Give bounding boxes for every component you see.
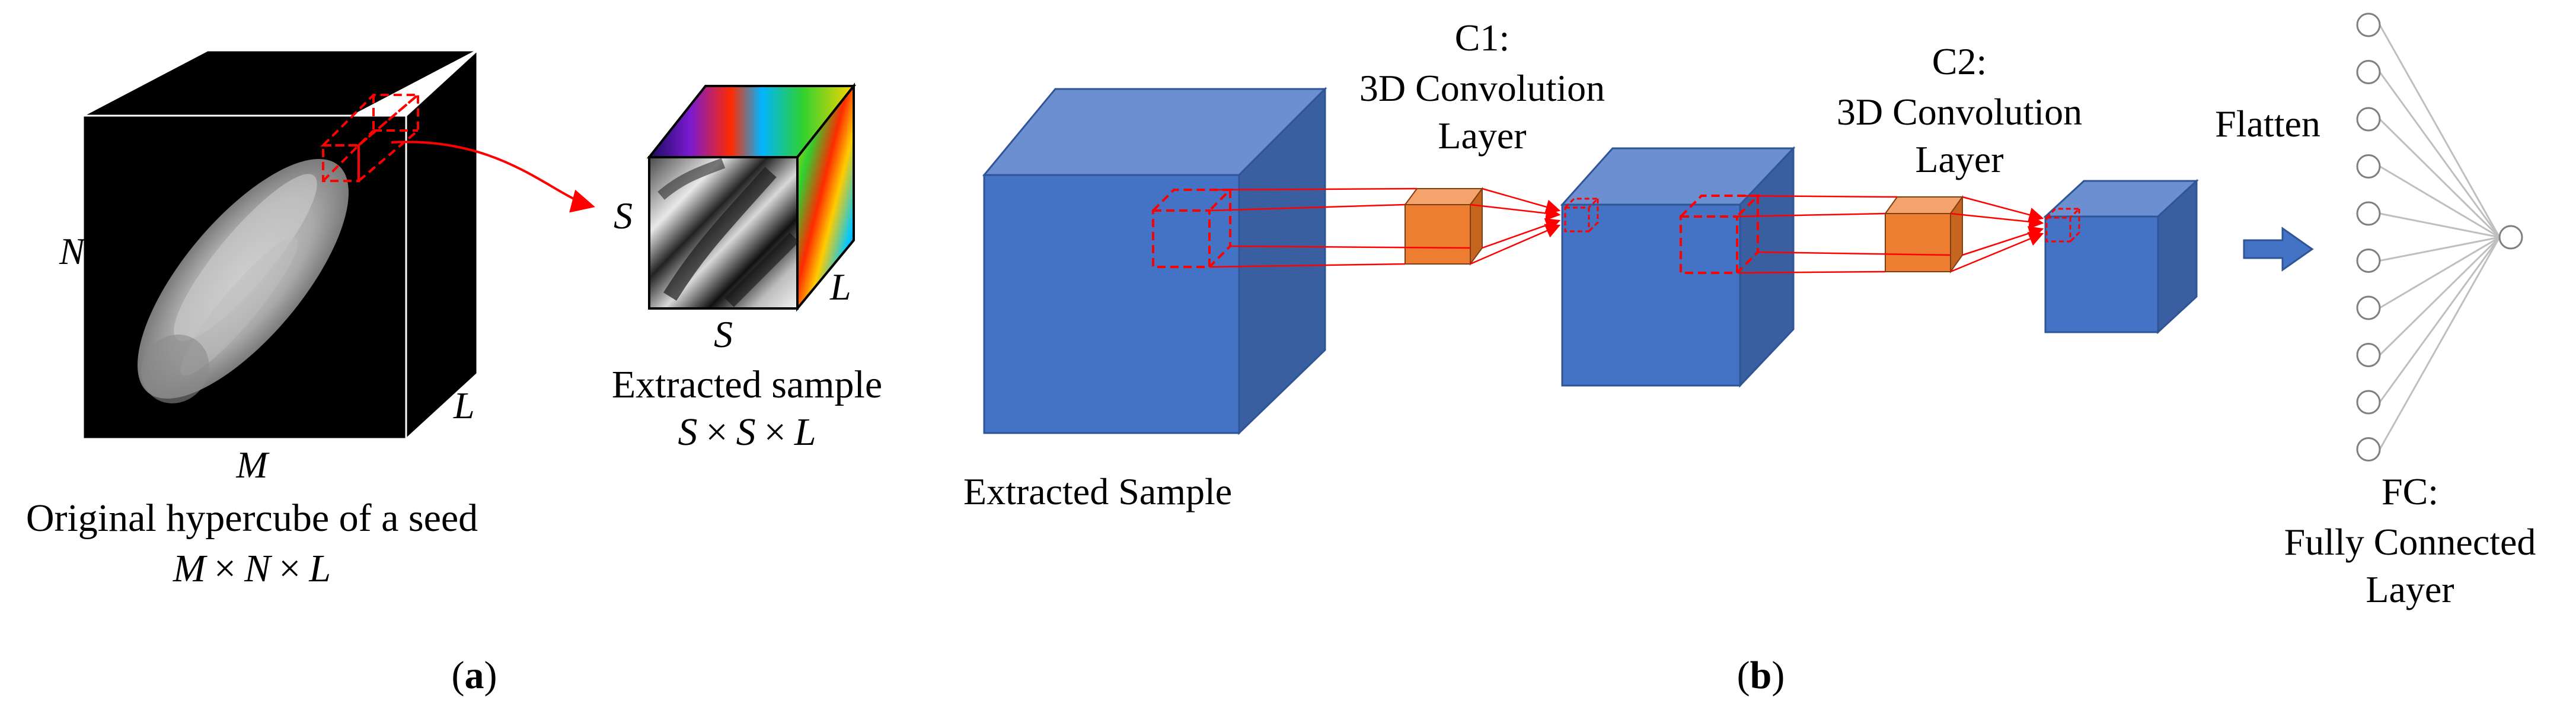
fc-node (2356, 60, 2381, 84)
c2-kernel (1884, 195, 1964, 274)
fc-node (2356, 249, 2381, 273)
dim-n-label: N (59, 230, 87, 272)
c1-subtitle: 3D Convolution (1359, 67, 1605, 109)
fc-node (2356, 343, 2381, 367)
dim-l-label: L (453, 384, 475, 426)
c2-layer-word: Layer (1915, 138, 2003, 180)
extraction-arrow (391, 141, 595, 213)
c1-layer-word: Layer (1438, 114, 1526, 157)
hypercube-caption: Original hypercube of a seed (26, 496, 478, 540)
c2-output-cell (2045, 208, 2082, 243)
fc-connection (2379, 24, 2501, 238)
fc-connection (2379, 71, 2501, 238)
fc-connection (2379, 165, 2500, 238)
fc-connection (2379, 237, 2501, 403)
fc-connection (2379, 118, 2501, 238)
c1-output-cell (1564, 198, 1600, 233)
input-volume-front (983, 174, 1240, 434)
sample-dims-caption: S×S×L (678, 410, 816, 454)
panel-b: Extracted Sample C1: 3D Convolution (963, 12, 2536, 697)
extracted-sample-cube (646, 82, 857, 312)
sample-caption: Extracted sample (612, 363, 882, 406)
fc-node (2356, 437, 2381, 461)
flatten-arrow (2243, 227, 2314, 272)
c1-kernel (1404, 186, 1483, 266)
fc-title: FC: (2382, 470, 2438, 513)
fc-node (2356, 107, 2381, 132)
fc-connection (2379, 212, 2500, 238)
fc-node (2356, 154, 2381, 179)
panel-a-label: (a) (452, 654, 497, 697)
fc-node (2356, 390, 2381, 415)
fc-subtitle: Fully Connected (2284, 521, 2536, 563)
sample-l-label: L (829, 266, 851, 308)
fc-output-node (2498, 225, 2523, 250)
seed-image (137, 158, 349, 403)
c1-connections (1209, 187, 1561, 268)
c2-title: C2: (1932, 40, 1987, 82)
fc-layer (2356, 12, 2523, 461)
dim-m-label: M (235, 444, 270, 486)
extracted-sample-label: Extracted Sample (963, 470, 1232, 513)
c1-title: C1: (1455, 17, 1509, 59)
hypercube-dims-caption: M×N×L (173, 547, 331, 590)
c2-connections (1737, 195, 2044, 274)
fc-layer-word: Layer (2366, 568, 2454, 610)
panel-a: N M L Original hypercube of a seed M×N×L… (26, 48, 882, 697)
input-volume (982, 87, 1327, 435)
panel-b-label: (b) (1737, 654, 1785, 697)
c2-subtitle: 3D Convolution (1837, 91, 2082, 133)
hypercube (82, 48, 595, 441)
sample-s-bottom-label: S (714, 313, 733, 355)
feature-map-2 (2043, 179, 2199, 335)
flatten-label: Flatten (2215, 103, 2320, 145)
extraction-box (320, 92, 422, 184)
fc-node (2356, 201, 2381, 226)
fc-node (2356, 12, 2381, 37)
feature-map-1 (1560, 146, 1796, 388)
fc-connection (2379, 236, 2500, 262)
fc-connection (2379, 236, 2500, 309)
fc-node (2356, 295, 2381, 320)
fc-connection (2379, 236, 2501, 356)
fc-connection (2379, 237, 2501, 450)
sample-s-left-label: S (614, 195, 633, 237)
